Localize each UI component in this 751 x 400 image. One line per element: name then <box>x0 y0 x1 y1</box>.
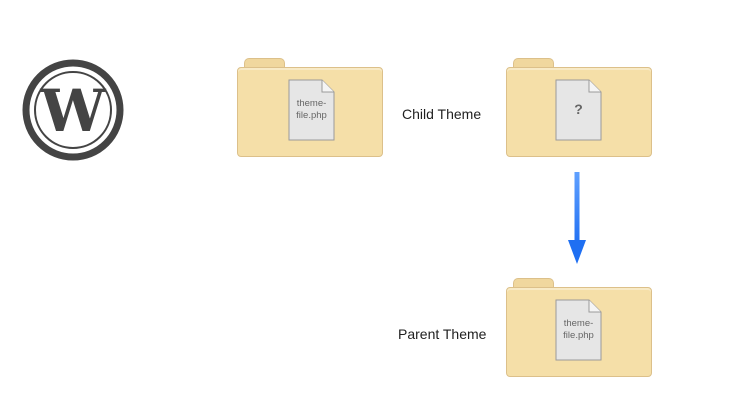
file-name-line2: file.php <box>563 330 594 341</box>
child-theme-folder: ? <box>506 58 652 157</box>
child-theme-label: Child Theme <box>402 106 482 122</box>
folder-body <box>506 287 652 377</box>
svg-text:W: W <box>39 77 106 145</box>
file-name-line1: theme- <box>296 98 327 109</box>
file-name-line2: file.php <box>296 110 327 121</box>
file-name-line1: theme- <box>563 318 594 329</box>
parent-theme-label: Parent Theme <box>398 326 487 342</box>
file-document-icon: theme- file.php <box>555 299 602 361</box>
wordpress-logo-icon: W <box>22 59 124 161</box>
unknown-file-mark: ? <box>574 101 583 117</box>
down-arrow-icon <box>565 170 589 266</box>
file-document-icon: theme- file.php <box>288 79 335 141</box>
unknown-file-icon: ? <box>555 79 602 141</box>
parent-theme-folder: theme- file.php <box>506 278 652 377</box>
theme-folder-left: theme- file.php <box>237 58 383 157</box>
